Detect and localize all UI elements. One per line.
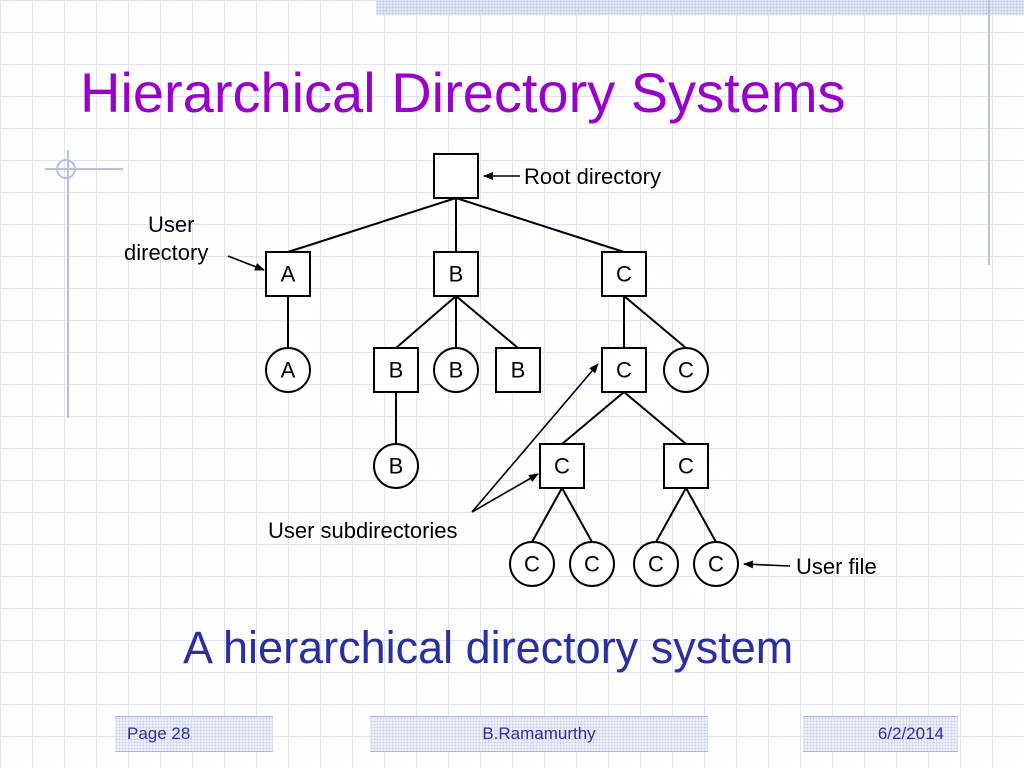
root-directory-node (433, 153, 479, 199)
subdirectory-b-2 (495, 347, 541, 393)
subdirectory-c-left (539, 443, 585, 489)
node-label: C (616, 262, 632, 287)
file-b-nested (373, 443, 419, 489)
node-label: C (648, 552, 664, 577)
node-label: A (281, 262, 296, 287)
user-file-arrow (743, 560, 791, 569)
slide-title: Hierarchical Directory Systems (80, 61, 846, 124)
node-label: C (678, 358, 694, 383)
node-label: B (389, 358, 404, 383)
right-decorative-rule (988, 0, 990, 265)
subdirectory-arrow-lower (471, 473, 539, 513)
node-label: C (678, 454, 694, 479)
directory-tree-diagram: A B C A B B B B C C C C C C C C Root dir… (124, 153, 877, 587)
subdirectory-c-right (663, 443, 709, 489)
node-label: C (708, 552, 724, 577)
user-directory-label: directory (124, 240, 208, 265)
user-directory-b (433, 251, 479, 297)
user-file-label: User file (796, 554, 877, 579)
node-label: C (616, 358, 632, 383)
user-directory-label: User (148, 212, 194, 237)
file-a (265, 347, 311, 393)
file-c-3 (633, 541, 679, 587)
node-label: B (511, 358, 526, 383)
subdirectory-c (601, 347, 647, 393)
user-directory-a (265, 251, 311, 297)
file-b (433, 347, 479, 393)
slide-caption: A hierarchical directory system (183, 622, 794, 673)
node-label: C (584, 552, 600, 577)
root-directory-label: Root directory (524, 164, 661, 189)
annotation-arrows (227, 172, 791, 569)
subdirectory-b (373, 347, 419, 393)
tree-edges (287, 197, 717, 543)
node-label: B (389, 454, 404, 479)
footer-date-box: 6/2/2014 (803, 716, 958, 752)
subdirectory-arrow-upper (471, 363, 599, 513)
footer-author-box: B.Ramamurthy (370, 716, 708, 752)
footer-author: B.Ramamurthy (482, 724, 596, 743)
node-label: C (524, 552, 540, 577)
file-c (663, 347, 709, 393)
horizontal-decorative-rule (45, 168, 123, 170)
footer-page: Page 28 (127, 724, 191, 743)
node-label: A (281, 358, 296, 383)
node-label: B (449, 262, 464, 287)
file-c-4 (693, 541, 739, 587)
file-c-1 (509, 541, 555, 587)
left-decorative-rule (67, 150, 69, 418)
footer-date: 6/2/2014 (877, 724, 944, 743)
user-subdirectories-label: User subdirectories (268, 518, 458, 543)
node-label: C (554, 454, 570, 479)
footer-page-box: Page 28 (115, 716, 273, 752)
user-directory-arrow (227, 255, 265, 271)
user-directory-c (601, 251, 647, 297)
top-decorative-band (376, 0, 1024, 15)
node-label: B (449, 358, 464, 383)
file-c-2 (569, 541, 615, 587)
